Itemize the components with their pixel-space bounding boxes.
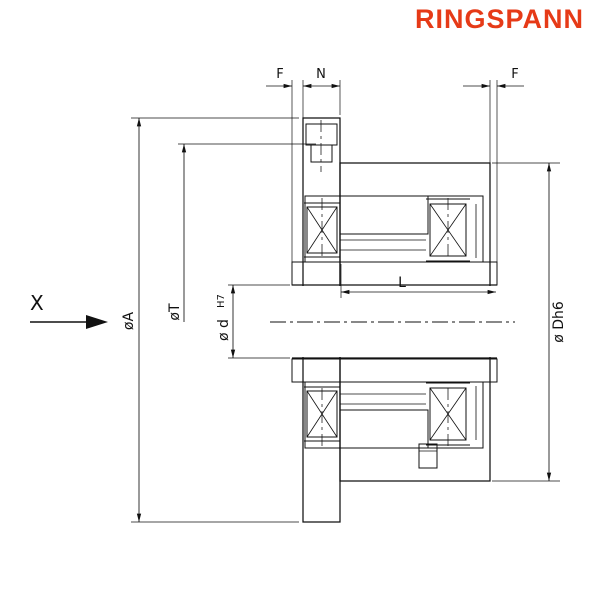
view-label-x: X [30,291,44,315]
dim-label-f-left: F [276,67,283,82]
view-arrow-icon [86,315,108,329]
ringspann-logo: RINGSPANN [414,4,584,34]
dim-f-right: F [463,67,524,262]
sprag-section [339,195,429,449]
dim-label-n: N [316,67,326,82]
bearing-cavity-half [304,195,484,263]
view-indicator-x: X [30,291,108,329]
dim-label-dia-a: øA [121,312,137,331]
bore [283,284,511,359]
dim-n: N [303,67,341,115]
dim-dia-t: øT [167,143,316,322]
dim-label-length: L [398,275,406,291]
lube-plug [418,443,438,469]
dim-label-dia-big: ø Dh6 [551,301,567,343]
inner-ring-section [291,261,498,383]
dim-dia-d: ø d H7 [216,284,290,359]
dim-length-l: L [340,264,496,298]
dim-label-dia-d: ø d [216,319,232,341]
dim-dia-a: øA [121,117,299,523]
bolt-hole [305,120,338,172]
dim-dia-big: ø Dh6 [492,162,567,482]
dim-label-dia-t: øT [167,303,183,321]
dim-label-f-right: F [511,67,518,82]
dim-f-left: F [266,67,304,262]
dim-label-dia-d-tolerance: H7 [216,294,227,308]
